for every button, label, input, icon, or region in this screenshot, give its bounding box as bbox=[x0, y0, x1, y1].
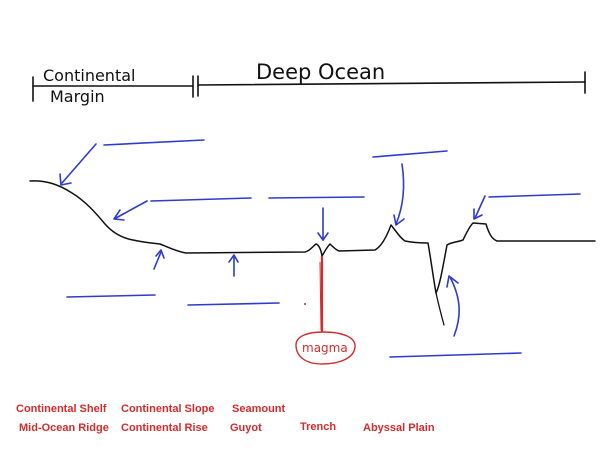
arrow-trench-deep bbox=[446, 275, 460, 337]
arrow-guyot bbox=[473, 195, 486, 220]
word-bank-seamount[interactable]: Seamount bbox=[232, 403, 286, 415]
word-bank-abyssal-plain[interactable]: Abyssal Plain bbox=[363, 422, 435, 434]
answer-blank-5[interactable] bbox=[488, 193, 581, 198]
word-bank-guyot[interactable]: Guyot bbox=[230, 422, 262, 434]
answer-blank-6[interactable] bbox=[66, 294, 156, 298]
ocean-floor-profile bbox=[29, 180, 596, 294]
answer-blank-4[interactable] bbox=[372, 150, 448, 158]
answer-blank-2[interactable] bbox=[150, 197, 252, 202]
word-bank-trench[interactable]: Trench bbox=[300, 421, 337, 433]
continental-margin-label-line1: Continental bbox=[43, 66, 135, 85]
arrow-slope bbox=[113, 200, 148, 221]
word-bank-continental-shelf[interactable]: Continental Shelf bbox=[16, 403, 107, 415]
continental-margin-label-line2: Margin bbox=[50, 87, 105, 106]
magma-bubble bbox=[295, 331, 356, 365]
answer-blank-3[interactable] bbox=[268, 196, 365, 199]
deep-ocean-label: Deep Ocean bbox=[256, 60, 385, 84]
arrow-seamount bbox=[393, 163, 405, 226]
answer-blank-8[interactable] bbox=[389, 352, 522, 358]
red-dot bbox=[304, 303, 306, 305]
arrow-shelf bbox=[59, 143, 97, 186]
header-scale-bars bbox=[32, 71, 586, 102]
arrow-rise bbox=[153, 249, 165, 270]
arrow-trench-top bbox=[317, 207, 329, 241]
answer-blank-7[interactable] bbox=[187, 302, 280, 306]
magma-label: magma bbox=[302, 341, 348, 355]
answer-blanks bbox=[66, 139, 581, 358]
pointer-arrows bbox=[59, 143, 486, 337]
word-bank-mid-ocean-ridge[interactable]: Mid-Ocean Ridge bbox=[19, 422, 109, 434]
answer-blank-1[interactable] bbox=[103, 139, 205, 146]
magma-feature: magma bbox=[295, 256, 356, 365]
deep-ocean-bar bbox=[197, 81, 586, 86]
word-bank-continental-rise[interactable]: Continental Rise bbox=[121, 422, 208, 434]
magma-conduit-inner bbox=[319, 261, 322, 331]
word-bank-continental-slope[interactable]: Continental Slope bbox=[121, 403, 215, 415]
trench-tail-line bbox=[435, 292, 445, 326]
arrow-abyssal-plain bbox=[228, 254, 239, 277]
